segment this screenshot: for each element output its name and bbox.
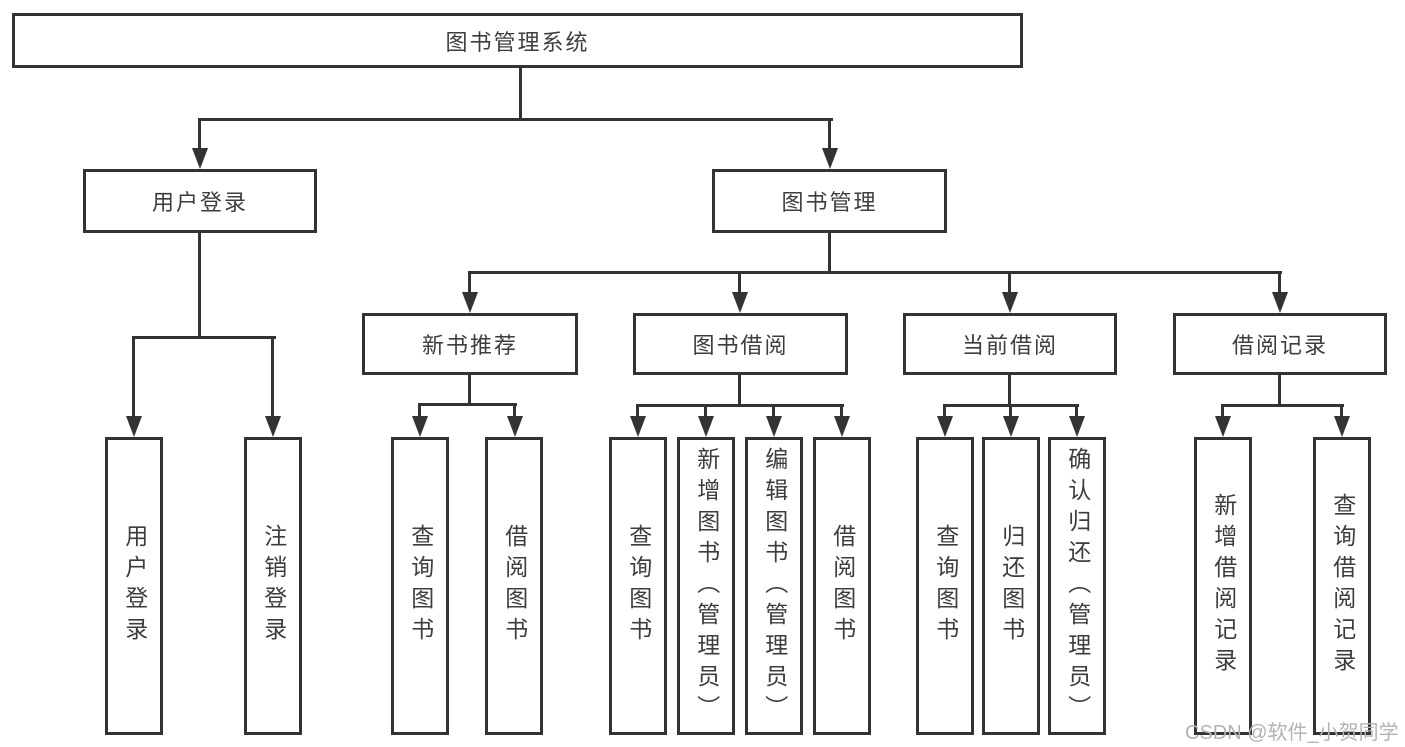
node-root: 图书管理系统 <box>12 13 1023 68</box>
leaf-borrow-books-recommend: 借阅图书 <box>485 437 543 735</box>
connector-line <box>468 271 1282 274</box>
leaf-edit-book-admin: 编辑图书（管理员） <box>745 437 803 735</box>
connector-line <box>198 233 201 339</box>
connector-line <box>828 118 831 151</box>
connector-arrowhead <box>698 416 714 437</box>
connector-arrowhead <box>1272 292 1288 313</box>
leaf-query-books-borrow-label: 查询图书 <box>625 524 652 648</box>
leaf-add-borrow-record-label: 新增借阅记录 <box>1210 493 1237 679</box>
connector-line <box>1340 404 1343 419</box>
connector-arrowhead <box>462 292 478 313</box>
connector-line <box>1278 271 1281 295</box>
connector-line <box>468 271 471 295</box>
watermark: CSDN @软件_小贺同学 <box>1185 722 1399 744</box>
connector-line <box>840 404 843 419</box>
node-current-borrow-label: 当前借阅 <box>961 333 1058 358</box>
connector-arrowhead <box>732 292 748 313</box>
connector-arrowhead <box>126 416 142 437</box>
connector-arrowhead <box>265 416 281 437</box>
node-book-management-label: 图书管理 <box>781 190 878 215</box>
connector-arrowhead <box>1003 416 1019 437</box>
leaf-query-books-recommend: 查询图书 <box>391 437 449 735</box>
node-root-label: 图书管理系统 <box>445 29 590 55</box>
connector-line <box>1221 404 1224 419</box>
connector-line <box>271 336 274 420</box>
leaf-confirm-return-admin-label: 确认归还（管理员） <box>1064 446 1091 726</box>
connector-arrowhead <box>412 416 428 437</box>
connector-arrowhead <box>1002 292 1018 313</box>
node-book-management: 图书管理 <box>712 169 947 233</box>
connector-arrowhead <box>1215 416 1231 437</box>
connector-arrowhead <box>1069 416 1085 437</box>
connector-line <box>519 66 522 121</box>
leaf-edit-book-admin-label: 编辑图书（管理员） <box>761 446 788 726</box>
connector-line <box>636 404 639 419</box>
leaf-query-books-recommend-label: 查询图书 <box>407 524 434 648</box>
connector-line <box>132 336 276 339</box>
connector-line <box>772 404 775 419</box>
leaf-user-login-label: 用户登录 <box>121 524 148 648</box>
leaf-query-borrow-record: 查询借阅记录 <box>1313 437 1371 735</box>
connector-line <box>1009 404 1012 419</box>
connector-line <box>132 336 135 420</box>
connector-line <box>1221 404 1344 407</box>
leaf-query-borrow-record-label: 查询借阅记录 <box>1329 493 1356 679</box>
node-book-borrow: 图书借阅 <box>633 313 848 375</box>
connector-arrowhead <box>192 148 208 169</box>
leaf-return-book: 归还图书 <box>982 437 1040 735</box>
node-borrow-records-label: 借阅记录 <box>1231 333 1328 358</box>
connector-line <box>943 404 946 419</box>
leaf-user-login: 用户登录 <box>105 437 163 735</box>
node-new-book-recommend: 新书推荐 <box>362 313 578 375</box>
node-borrow-records: 借阅记录 <box>1173 313 1387 375</box>
leaf-logout: 注销登录 <box>244 437 302 735</box>
node-new-book-recommend-label: 新书推荐 <box>421 333 518 358</box>
connector-line <box>418 403 421 419</box>
connector-arrowhead <box>1334 416 1350 437</box>
node-user-login: 用户登录 <box>83 169 317 233</box>
connector-line <box>828 233 831 274</box>
connector-arrowhead <box>630 416 646 437</box>
leaf-borrow-books-label: 借阅图书 <box>829 524 856 648</box>
connector-line <box>198 118 201 151</box>
leaf-add-borrow-record: 新增借阅记录 <box>1194 437 1252 735</box>
connector-line <box>1008 375 1011 407</box>
connector-line <box>418 403 517 406</box>
leaf-add-book-admin: 新增图书（管理员） <box>677 437 735 735</box>
leaf-logout-label: 注销登录 <box>260 524 287 648</box>
node-book-borrow-label: 图书借阅 <box>692 333 789 358</box>
leaf-confirm-return-admin: 确认归还（管理员） <box>1048 437 1106 735</box>
connector-line <box>738 271 741 295</box>
connector-line <box>198 118 833 121</box>
connector-line <box>1075 404 1078 419</box>
connector-arrowhead <box>766 416 782 437</box>
leaf-query-books-current-label: 查询图书 <box>932 524 959 648</box>
connector-arrowhead <box>507 416 523 437</box>
connector-line <box>1008 271 1011 295</box>
connector-line <box>1278 375 1281 407</box>
leaf-query-books-current: 查询图书 <box>916 437 974 735</box>
connector-arrowhead <box>937 416 953 437</box>
connector-line <box>704 404 707 419</box>
leaf-query-books-borrow: 查询图书 <box>609 437 667 735</box>
connector-line <box>513 403 516 419</box>
leaf-borrow-books: 借阅图书 <box>813 437 871 735</box>
leaf-borrow-books-recommend-label: 借阅图书 <box>501 524 528 648</box>
connector-line <box>636 404 844 407</box>
connector-arrowhead <box>822 148 838 169</box>
connector-arrowhead <box>834 416 850 437</box>
node-user-login-label: 用户登录 <box>151 190 248 215</box>
node-current-borrow: 当前借阅 <box>903 313 1117 375</box>
connector-line <box>738 375 741 407</box>
connector-line <box>468 375 471 406</box>
leaf-return-book-label: 归还图书 <box>998 524 1025 648</box>
leaf-add-book-admin-label: 新增图书（管理员） <box>693 446 720 726</box>
